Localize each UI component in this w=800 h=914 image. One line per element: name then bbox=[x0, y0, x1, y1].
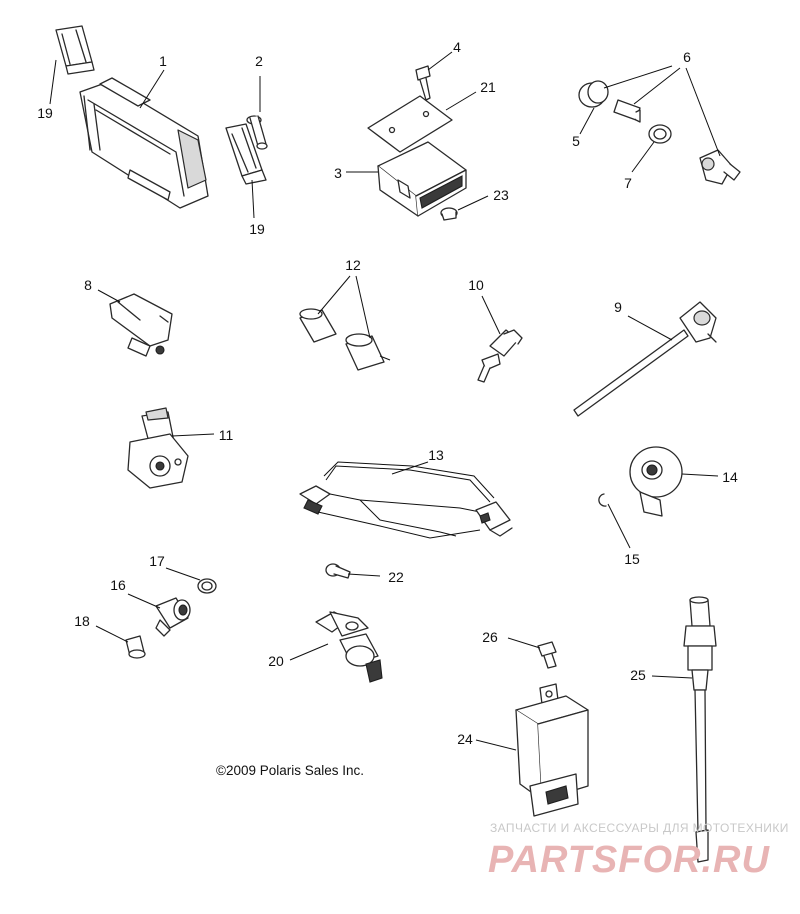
callout-12: 12 bbox=[345, 257, 361, 273]
leader-6c bbox=[685, 67, 721, 157]
callout-25: 25 bbox=[630, 667, 646, 683]
part-21-gasket bbox=[367, 95, 453, 153]
part-1-ecu bbox=[79, 77, 209, 209]
leader-6a bbox=[603, 65, 673, 89]
part-6-sensor bbox=[699, 149, 741, 185]
callout-19b: 19 bbox=[249, 221, 265, 237]
leader-11 bbox=[171, 433, 215, 437]
callout-7: 7 bbox=[624, 175, 632, 191]
part-16-fitting bbox=[155, 597, 191, 637]
leader-19b bbox=[251, 179, 255, 219]
callout-5: 5 bbox=[572, 133, 580, 149]
part-5-cap bbox=[578, 80, 609, 108]
part-23-plug bbox=[440, 207, 458, 221]
part-13-harness bbox=[299, 461, 513, 539]
part-11-tps bbox=[127, 407, 189, 489]
part-2-bolt bbox=[246, 115, 268, 150]
leader-22 bbox=[347, 573, 381, 577]
part-10-temp-sensor bbox=[477, 329, 523, 383]
callout-20: 20 bbox=[268, 653, 284, 669]
leader-4 bbox=[427, 51, 453, 71]
leader-18 bbox=[95, 625, 129, 643]
leader-7 bbox=[631, 141, 655, 173]
leader-23 bbox=[457, 195, 489, 211]
callout-16: 16 bbox=[110, 577, 126, 593]
part-12-connectors bbox=[299, 308, 391, 371]
part-8-map-sensor bbox=[109, 293, 173, 357]
leader-8 bbox=[97, 289, 121, 303]
part-19-clip-b bbox=[225, 123, 267, 185]
leader-19a bbox=[49, 59, 57, 105]
watermark: ЗАПЧАСТИ И АКСЕССУАРЫ ДЛЯ МОТОТЕХНИКИ PA… bbox=[488, 821, 789, 881]
part-3-module bbox=[377, 141, 467, 217]
callout-4: 4 bbox=[453, 39, 461, 55]
part-15-clip bbox=[598, 493, 607, 507]
part-22-screw bbox=[325, 563, 351, 579]
callout-26: 26 bbox=[482, 629, 498, 645]
callout-3: 3 bbox=[334, 165, 342, 181]
callout-11: 11 bbox=[219, 427, 234, 443]
part-25-o2-sensor bbox=[683, 596, 717, 863]
leader-12b bbox=[355, 275, 371, 339]
callout-24: 24 bbox=[457, 731, 473, 747]
callout-9: 9 bbox=[614, 299, 622, 315]
part-4-screw bbox=[415, 65, 431, 101]
leader-1 bbox=[139, 69, 165, 109]
copyright-notice: ©2009 Polaris Sales Inc. bbox=[216, 763, 364, 778]
part-9-probe bbox=[573, 301, 717, 417]
watermark-subtitle: ЗАПЧАСТИ И АКСЕССУАРЫ ДЛЯ МОТОТЕХНИКИ bbox=[490, 821, 789, 835]
leader-5 bbox=[579, 107, 595, 135]
leader-17 bbox=[165, 567, 201, 581]
callout-17: 17 bbox=[149, 553, 165, 569]
part-6-tab bbox=[613, 99, 641, 123]
callout-18: 18 bbox=[74, 613, 90, 629]
callout-19a: 19 bbox=[37, 105, 53, 121]
part-17-oring bbox=[197, 578, 217, 594]
callout-1: 1 bbox=[159, 53, 167, 69]
callout-10: 10 bbox=[468, 277, 484, 293]
callout-8: 8 bbox=[84, 277, 92, 293]
leader-26 bbox=[507, 637, 541, 649]
leader-24 bbox=[475, 739, 517, 751]
leader-10 bbox=[481, 295, 501, 335]
part-20-valve bbox=[315, 611, 383, 683]
part-24-relay bbox=[515, 683, 589, 817]
leader-lines bbox=[49, 51, 721, 751]
leader-6b bbox=[633, 67, 681, 105]
callout-2: 2 bbox=[255, 53, 263, 69]
leader-16 bbox=[127, 593, 161, 609]
callout-23: 23 bbox=[493, 187, 509, 203]
part-26-bolt bbox=[537, 641, 557, 669]
part-14-knock-sensor bbox=[629, 446, 683, 517]
leader-14 bbox=[681, 473, 719, 477]
callout-6: 6 bbox=[683, 49, 691, 65]
leader-20 bbox=[289, 643, 329, 661]
part-7-washer bbox=[648, 124, 672, 144]
callout-22: 22 bbox=[388, 569, 404, 585]
leader-25 bbox=[651, 675, 693, 679]
leader-13 bbox=[391, 461, 429, 475]
callout-21: 21 bbox=[480, 79, 496, 95]
leader-12a bbox=[317, 275, 351, 315]
watermark-brand: PARTSFOR.RU bbox=[488, 839, 770, 881]
leader-15 bbox=[607, 503, 631, 549]
leader-9 bbox=[627, 315, 673, 341]
callout-14: 14 bbox=[722, 469, 738, 485]
part-18-bolt bbox=[125, 635, 146, 659]
callout-labels: 1 2 3 4 5 6 7 8 9 10 11 12 13 14 15 16 1… bbox=[37, 39, 738, 747]
callout-13: 13 bbox=[428, 447, 444, 463]
part-19-clip-a bbox=[55, 25, 95, 75]
leader-21 bbox=[445, 91, 477, 111]
callout-15: 15 bbox=[624, 551, 640, 567]
